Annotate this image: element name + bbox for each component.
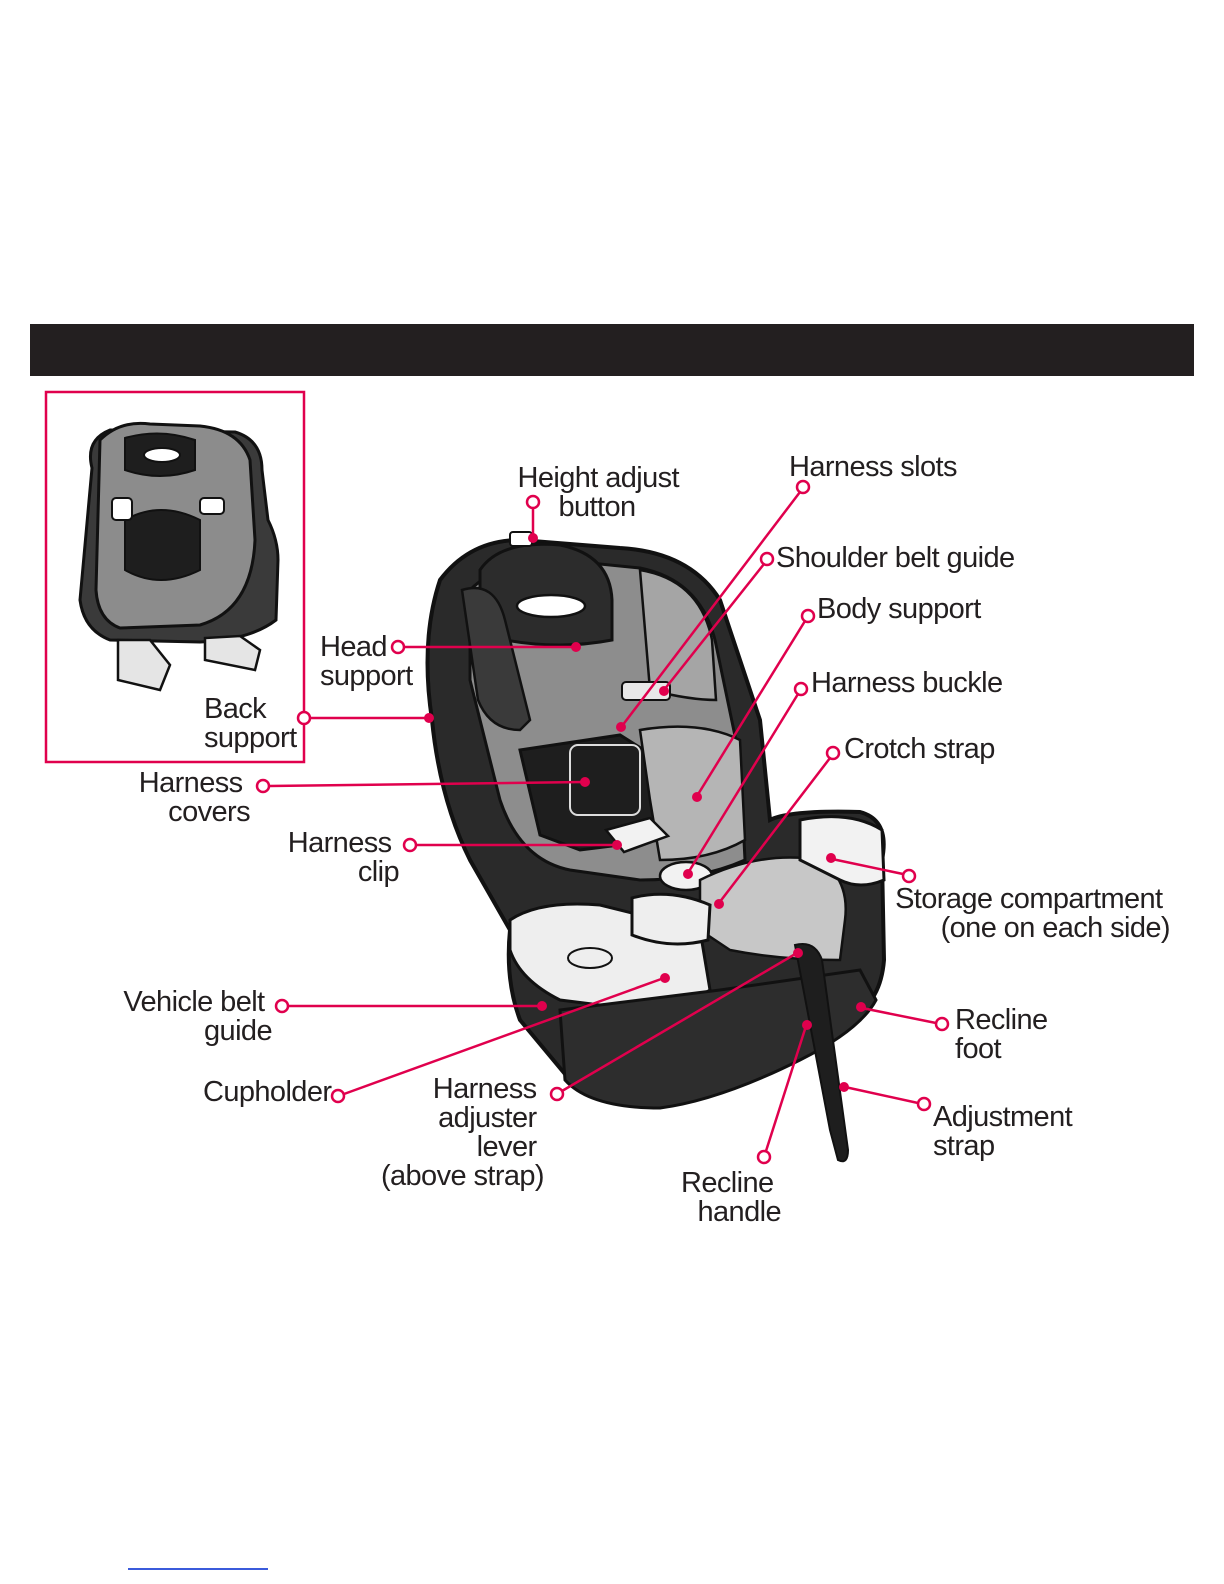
car-seat-illustration	[428, 532, 885, 1161]
label-harness-slots: Harness slots	[789, 451, 957, 483]
label-height-adjust-button: Height adjust button	[518, 462, 687, 523]
label-crotch-strap: Crotch strap	[844, 733, 995, 765]
label-back-support: Back support	[204, 693, 297, 754]
back-support-illustration	[80, 423, 278, 690]
label-harness-covers: Harness covers	[139, 767, 250, 828]
label-harness-buckle: Harness buckle	[811, 667, 1002, 699]
label-vehicle-belt-guide: Vehicle belt guide	[123, 986, 272, 1047]
label-harness-clip: Harness clip	[288, 827, 399, 888]
label-body-support: Body support	[817, 593, 981, 625]
label-shoulder-belt-guide: Shoulder belt guide	[776, 542, 1015, 574]
label-recline-handle: Recline handle	[681, 1167, 781, 1228]
bottom-link-underline	[128, 1568, 268, 1570]
label-cupholder: Cupholder	[203, 1076, 332, 1108]
label-recline-foot: Recline foot	[955, 1004, 1055, 1065]
label-storage-compartment: Storage compartment (one on each side)	[895, 883, 1170, 944]
label-adjustment-strap: Adjustment strap	[933, 1101, 1080, 1162]
label-harness-adjuster-lever: Harness adjuster lever (above strap)	[381, 1073, 544, 1192]
